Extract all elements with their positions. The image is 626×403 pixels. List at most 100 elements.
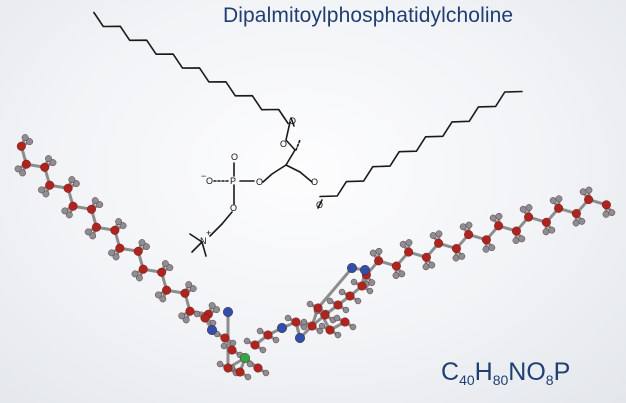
nitrogen-atom-144 [277, 323, 288, 334]
hydrogen-atom-135 [262, 369, 270, 377]
nitrogen-atom-152 [360, 265, 371, 276]
hydrogen-atom-62 [525, 204, 533, 211]
hydrogen-atom-112 [256, 327, 264, 335]
carbon-atom-37 [45, 180, 55, 190]
hydrogen-atom-120 [326, 297, 334, 305]
hydrogen-atom-79 [392, 272, 400, 279]
hydrogen-atom-17 [115, 218, 123, 225]
methyl-bond-3 [201, 241, 207, 257]
carbon-atom-43 [115, 243, 125, 253]
stereo-bond [295, 139, 301, 151]
carbon-atom-98 [404, 247, 414, 257]
hydrogen-atom-70 [465, 221, 473, 229]
carbon-atom-142 [250, 340, 260, 350]
hydrogen-atom-82 [375, 247, 383, 255]
carbon-atom-41 [91, 222, 101, 232]
ester-oxygen-label-2: O [311, 177, 318, 187]
hydrogen-atom-58 [555, 195, 563, 203]
carbon-atom-47 [162, 285, 172, 295]
hydrogen-atom-53 [579, 188, 587, 196]
hydrogen-atom-11 [61, 207, 69, 215]
carbon-atom-90 [524, 212, 534, 222]
hydrogen-atom-110 [243, 337, 251, 345]
methyl-bond-2 [191, 241, 203, 253]
carbon-atom-40 [86, 204, 96, 214]
hydrogen-atom-57 [549, 197, 557, 204]
carbon-atom-156 [340, 317, 350, 327]
hydrogen-atom-30 [182, 316, 190, 324]
hydrogen-atom-59 [542, 228, 550, 236]
carbon-atom-91 [511, 226, 521, 236]
hydrogen-atom-63 [512, 237, 520, 244]
hydrogen-atom-123 [354, 297, 362, 305]
hydrogen-atom-19 [108, 249, 115, 257]
carbonyl-bond-1 [290, 117, 295, 127]
nitrogen-atom-157 [222, 307, 233, 318]
carbon-atom-35 [21, 159, 31, 169]
hydrogen-atom-134 [246, 360, 254, 368]
carbon-atom-138 [220, 333, 230, 343]
hydrogen-atom-29 [185, 281, 193, 288]
hydrogen-atom-31 [178, 312, 186, 320]
hydrogen-atom-20 [143, 243, 150, 250]
hydrogen-atom-121 [342, 306, 350, 314]
carbon-atom-92 [494, 221, 504, 231]
formula-p: P [553, 358, 571, 386]
hydrogen-atom-111 [259, 346, 267, 354]
hydrogen-atom-75 [422, 263, 430, 271]
carbon-atom-36 [40, 162, 50, 172]
nitrogen-atom-137 [206, 325, 217, 336]
hydrogen-atom-114 [284, 314, 292, 322]
carbon-atom-154 [313, 303, 323, 313]
carbon-atom-45 [138, 264, 148, 274]
carbon-atom-136 [200, 313, 210, 323]
carbon-atom-151 [357, 281, 367, 291]
carbon-atom-39 [68, 201, 78, 211]
hydrogen-atom-9 [68, 176, 76, 183]
carbon-atom-147 [307, 321, 317, 331]
carbon-atom-88 [554, 203, 564, 213]
formula-o-count: 8 [545, 372, 554, 388]
hydrogen-atom-54 [585, 186, 593, 194]
hydrogen-atom-32 [213, 306, 220, 313]
hydrogen-atom-78 [405, 239, 413, 246]
carbon-atom-155 [325, 325, 335, 335]
hydrogen-atom-126 [306, 300, 314, 308]
hydrogen-atom-26 [159, 295, 167, 303]
nitrogen-atom-146 [295, 333, 306, 344]
ethyl-bond-2 [209, 223, 223, 237]
plus-charge-label: + [206, 228, 211, 238]
hydrogen-atom-55 [572, 219, 580, 227]
methyl-bond-1 [189, 233, 203, 243]
hydrogen-atom-65 [489, 214, 497, 222]
phosphate-oxygen-label-2: O [230, 203, 237, 213]
hydrogen-atom-74 [435, 230, 443, 238]
carbon-atom-99 [391, 261, 401, 271]
hydrogen-atom-72 [458, 252, 466, 260]
hydrogen-atom-3 [14, 165, 22, 173]
hydrogen-atom-33 [208, 302, 216, 309]
hydrogen-atom-122 [338, 288, 346, 296]
hydrogen-atom-130 [333, 314, 341, 322]
carbon-atom-86 [584, 195, 594, 205]
hydrogen-atom-12 [96, 201, 104, 208]
hydrogen-atom-84 [368, 279, 376, 286]
hydrogen-atom-131 [349, 323, 357, 331]
hydrogen-atom-51 [602, 210, 610, 218]
hydrogen-atom-132 [216, 360, 224, 368]
hydrogen-atom-22 [136, 274, 143, 282]
carbon-atom-89 [541, 217, 551, 227]
glycerol-backbone [262, 121, 296, 183]
palmitoyl-chain-1 [93, 11, 289, 125]
hydrogen-atom-21 [138, 239, 146, 246]
hydrogen-atom-67 [482, 245, 490, 253]
hydrogen-atom-103 [209, 319, 217, 327]
carbon-atom-85 [601, 200, 611, 210]
hydrogen-atom-10 [65, 211, 73, 219]
phosphorus-atom-140 [239, 353, 250, 364]
carbonyl-oxygen-label-1: O [289, 116, 296, 126]
formula-h: H [474, 358, 493, 386]
carbon-atom-42 [110, 225, 120, 235]
hydrogen-atom-14 [89, 232, 97, 240]
